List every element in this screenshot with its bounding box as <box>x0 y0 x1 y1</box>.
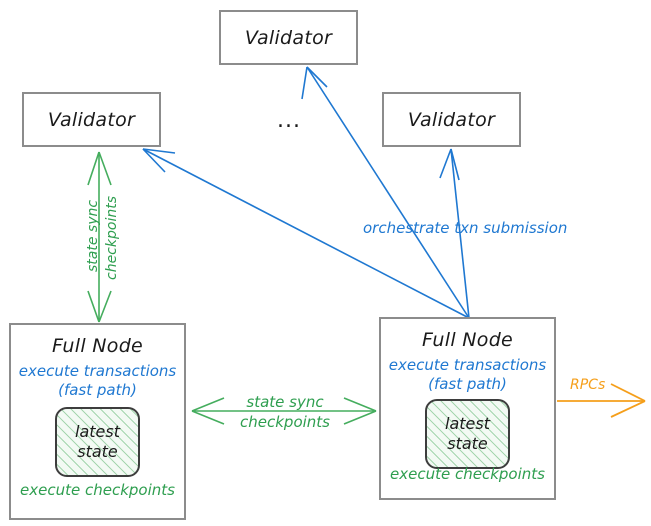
validator-right-box[interactable]: Validator <box>382 92 521 147</box>
validators-ellipsis: ... <box>277 108 301 133</box>
fullnode-left-fastpath-line2: (fast path) <box>58 380 137 399</box>
fullnode-right-title: Full Node <box>421 329 514 351</box>
fullnode-right-execute-checkpoints: execute checkpoints <box>390 465 545 484</box>
validator-top-label: Validator <box>244 26 333 49</box>
fullnode-left-state-box[interactable]: latest state <box>55 406 140 477</box>
fullnode-left-title: Full Node <box>51 335 144 357</box>
fullnode-left-state-line2: state <box>77 441 118 461</box>
state-sync-vertical-label-line2: checkpoints <box>104 196 120 280</box>
fullnode-left-state-line1: latest <box>75 422 120 442</box>
state-sync-vertical-label-line1: state sync <box>85 199 101 272</box>
fullnode-right-fastpath-line1: execute transactions <box>388 356 547 374</box>
fullnode-left-fastpath: execute transactions (fast path) <box>19 362 177 400</box>
fullnode-left-execute-checkpoints: execute checkpoints <box>20 481 175 500</box>
state-sync-horizontal-label-line2: checkpoints <box>240 412 330 431</box>
fullnode-right-fastpath-line2: (fast path) <box>428 374 507 393</box>
fullnode-left-box[interactable]: Full Node execute transactions (fast pat… <box>9 323 186 520</box>
orchestrate-txn-submission-label: orchestrate txn submission <box>363 219 568 237</box>
state-sync-horizontal-label: state sync checkpoints <box>228 393 342 432</box>
validator-right-label: Validator <box>407 108 496 131</box>
validator-top-box[interactable]: Validator <box>219 10 358 65</box>
fullnode-right-state-box[interactable]: latest state <box>425 398 510 469</box>
fullnode-left-fastpath-line1: execute transactions <box>18 362 177 380</box>
validator-left-box[interactable]: Validator <box>22 92 161 147</box>
rpcs-label: RPCs <box>570 377 606 393</box>
state-sync-horizontal-label-line1: state sync <box>246 393 324 411</box>
fullnode-right-fastpath: execute transactions (fast path) <box>389 356 547 394</box>
validator-left-label: Validator <box>47 108 136 131</box>
fullnode-right-state-line1: latest <box>445 414 490 434</box>
fullnode-right-state-line2: state <box>447 433 488 453</box>
fullnode-right-box[interactable]: Full Node execute transactions (fast pat… <box>379 317 556 500</box>
